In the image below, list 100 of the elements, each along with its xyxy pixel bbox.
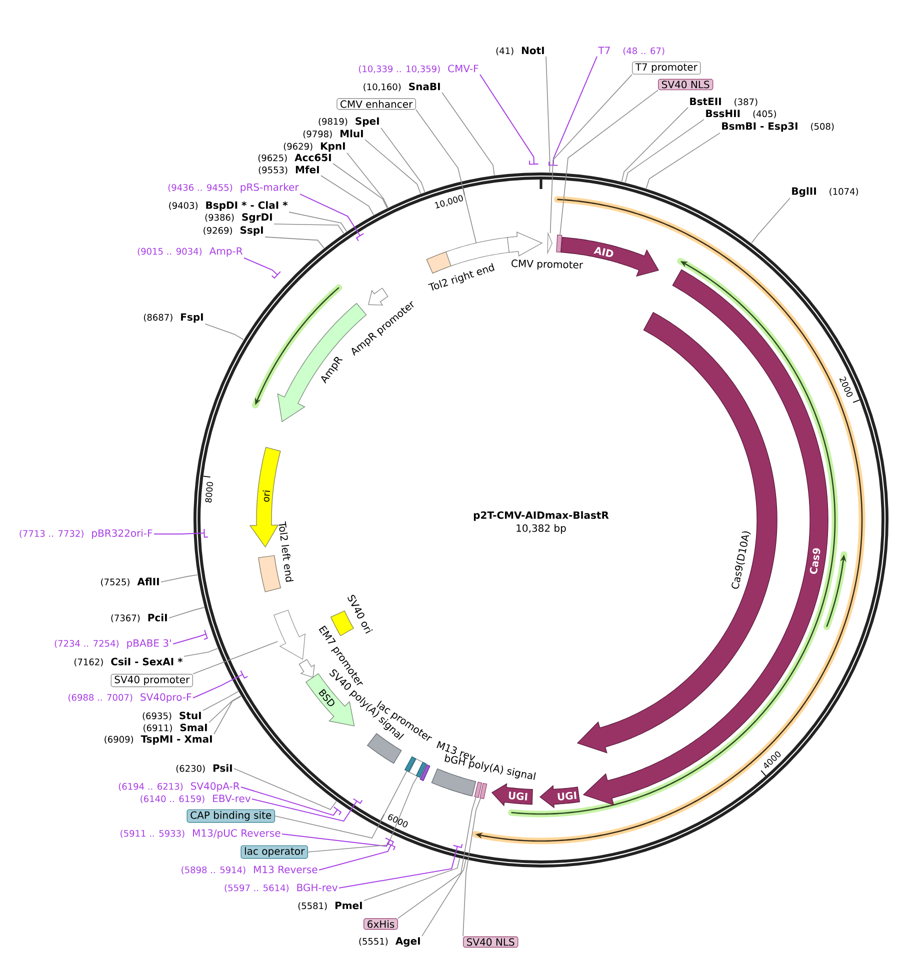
site-label: (9625) Acc65I	[258, 154, 331, 162]
feature-tag: SV40 NLS	[658, 78, 714, 90]
site-label: (9269) SspI	[204, 226, 263, 236]
leader-line	[282, 834, 394, 847]
leader-line	[160, 574, 198, 582]
site-label: (5551) AgeI	[359, 937, 420, 947]
leader-line	[338, 844, 463, 888]
leader-line	[480, 74, 539, 165]
leader-line	[320, 175, 374, 216]
leader-line	[252, 798, 363, 822]
primer-label: (6140 .. 6159) EBV-rev	[140, 794, 250, 804]
leader-line	[442, 92, 495, 176]
leader-line	[288, 212, 348, 232]
feature-tag: 6xHis	[364, 918, 398, 930]
primer-label: (5898 .. 5914) M13 Reverse	[182, 866, 318, 874]
leader-line	[300, 194, 364, 242]
leader-line	[422, 859, 466, 936]
leader-line	[172, 630, 208, 644]
site-label: (9553) MfeI	[258, 166, 319, 174]
leader-line	[380, 128, 426, 192]
feature-block	[556, 234, 562, 253]
leader-line	[184, 648, 218, 657]
leader-line	[274, 770, 408, 838]
primer-label: (9436 .. 9455) pRS-marker	[168, 183, 299, 193]
leader-line	[214, 696, 242, 735]
leader-line	[621, 107, 688, 182]
tick-label: 6000	[388, 814, 408, 828]
site-label: (9819) SpeI	[318, 117, 379, 127]
leader-line	[204, 324, 244, 340]
site-label: (5581) PmeI	[298, 902, 362, 910]
leader-line	[346, 152, 388, 208]
plasmid-size: 10,382 bp	[516, 524, 566, 534]
feature-tag: SV40 NLS	[463, 936, 518, 948]
site-label: BglII (1074)	[792, 187, 858, 197]
leader-line	[192, 641, 278, 674]
leader-line	[546, 56, 550, 173]
leader-line	[364, 858, 460, 901]
tick-label: 2000	[839, 376, 853, 397]
feature-block	[404, 756, 416, 772]
tick-label: 8000	[205, 482, 214, 503]
primer-label: (7713 .. 7732) pBR322ori-F	[20, 529, 152, 539]
leader-line	[154, 528, 208, 538]
feature-block	[474, 782, 482, 798]
feature-arc: UGI	[491, 783, 533, 806]
primer-label: T7 (48 .. 67)	[598, 46, 664, 56]
leader-line	[202, 691, 239, 711]
leader-line	[332, 163, 388, 208]
site-label: (6230) PsiI	[176, 764, 232, 773]
leader-line	[751, 198, 790, 244]
site-label: (9386) SgrDI	[205, 213, 272, 223]
leader-line	[234, 768, 337, 810]
leader-line	[240, 786, 342, 816]
leader-line	[208, 696, 242, 723]
feature-block	[416, 762, 427, 778]
site-label: (9798) MluI	[303, 130, 363, 138]
leader-line	[398, 796, 476, 919]
feature-arc	[274, 610, 306, 660]
tick-label: 10,000	[434, 195, 463, 208]
site-label: (7162) CsiI - SexAI *	[74, 658, 183, 666]
primer-label: (5597 .. 5614) BGH-rev	[224, 884, 338, 892]
site-label: (9629) KpnI	[284, 142, 345, 152]
site-label: (8687) FspI	[144, 313, 203, 323]
leader-line	[560, 90, 658, 236]
site-label: (41) NotI	[496, 46, 544, 56]
leader-line	[646, 132, 720, 189]
leader-line	[318, 842, 396, 870]
leader-line	[264, 236, 324, 248]
leader-line	[550, 74, 632, 234]
leader-line	[168, 607, 205, 618]
site-label: (7525) AflII	[101, 578, 159, 586]
primer-label: (6988 .. 7007) SV40pro-F	[68, 693, 192, 703]
site-label: (6911) SmaI	[144, 724, 207, 732]
site-label: BstEII (387)	[690, 98, 758, 106]
leader-line	[274, 224, 344, 234]
primer-label: (9015 .. 9034) Amp-R	[138, 247, 243, 257]
feature-tag: CAP binding site	[186, 809, 275, 823]
leader-line	[416, 109, 477, 244]
site-label: BssHII (405)	[706, 110, 776, 118]
feature-tag: lac operator	[240, 845, 308, 859]
feature-tag: CMV enhancer	[336, 98, 416, 110]
leader-line	[625, 119, 704, 183]
site-label: (7367) PciI	[111, 614, 167, 622]
site-label: BsmBI - Esp3I (508)	[722, 122, 834, 132]
feature-label: Tol2 right end	[428, 263, 494, 290]
feature-arc: UGI	[539, 785, 580, 808]
leader-line	[462, 798, 482, 937]
leader-line	[192, 670, 248, 698]
primer-label: (10,339 .. 10,359) CMV-F	[358, 64, 478, 74]
site-label: (10,160) SnaBI	[364, 82, 440, 92]
primer-label: (6194 .. 6213) SV40pA-R	[118, 782, 240, 792]
primer-label: (5911 .. 5933) M13/pUC Reverse	[120, 829, 280, 839]
site-label: (9403) BspDI * - ClaI *	[169, 201, 288, 211]
leader-line	[364, 139, 421, 194]
leader-line	[308, 776, 418, 852]
primer-label: (7234 .. 7254) pBABE 3'	[54, 639, 171, 649]
site-label: (6909) TspMI - XmaI	[104, 735, 212, 745]
feature-tag: T7 promoter	[632, 61, 701, 75]
feature-tag: SV40 promoter	[110, 674, 193, 688]
leader-line	[548, 56, 598, 166]
site-label: (6935) StuI	[142, 712, 201, 720]
